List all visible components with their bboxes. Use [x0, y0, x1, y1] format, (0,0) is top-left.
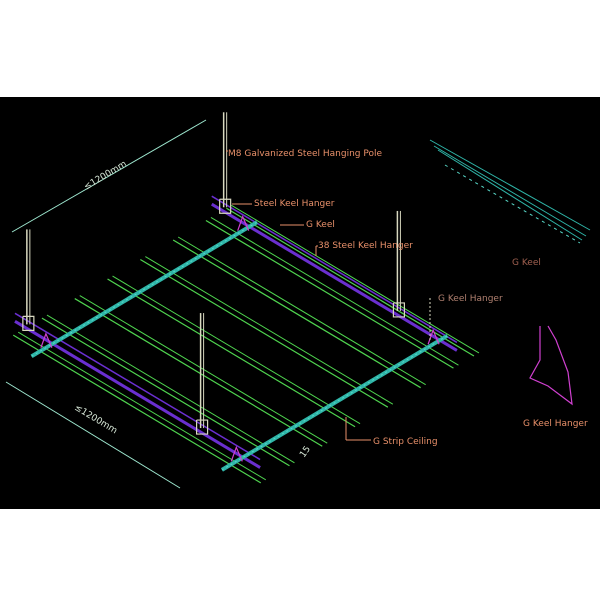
ceiling-strip [107, 278, 356, 428]
dimension-line-back [11, 119, 207, 233]
label-g-keel-hanger-inline: G Keel Hanger [438, 294, 503, 304]
ceiling-strip [41, 317, 290, 467]
dimension-line-front [5, 381, 181, 489]
dimension-back: ≤1200mm [82, 159, 128, 192]
g-keel-detail-outline [437, 149, 583, 241]
g-keel-hanger-detail [529, 325, 573, 406]
steel-keel-hanger [392, 302, 405, 318]
g-keel-hanger [237, 214, 250, 231]
g-keel-slots [31, 221, 258, 357]
ceiling-strip-edge [177, 236, 426, 386]
g-keel-detail-slots [444, 164, 581, 244]
steel-keel-top [14, 312, 261, 461]
steel-keel-hanger [219, 198, 232, 214]
ceiling-strip-edge [210, 217, 459, 366]
drawing-background [0, 97, 600, 509]
steel-keel-top [211, 195, 458, 344]
label-g-keel: G Keel [306, 220, 335, 230]
g-keel-detail-outline [433, 145, 587, 237]
label-g-strip-ceiling: G Strip Ceiling [373, 437, 438, 447]
ceiling-strip-edge [17, 331, 267, 481]
ceiling-strip-edge [112, 275, 361, 425]
ceiling-strip [226, 207, 475, 357]
ceiling-strip [74, 298, 323, 447]
label-g-keel-detail: G Keel [512, 258, 541, 268]
g-keel-hanger [230, 445, 243, 462]
g-keel-slots [221, 335, 448, 471]
steel-keel [14, 320, 261, 469]
label-g-keel-hanger-detail: G Keel Hanger [523, 419, 588, 429]
ceiling-strip-edge [145, 256, 394, 405]
ceiling-strip [140, 259, 389, 408]
ceiling-strip-edge [46, 314, 295, 464]
label-hanging-pole: M8 Galvanized Steel Hanging Pole [228, 149, 382, 159]
ceiling-strip-edge [231, 204, 480, 354]
g-keel-hanger [40, 332, 53, 348]
ceiling-strip [205, 219, 454, 369]
ceiling-strip [12, 334, 262, 484]
dimension-front: ≤1200mm [72, 403, 118, 436]
label-steel-keel-hanger: Steel Keel Hanger [254, 199, 335, 209]
steel-keel-hanger [196, 419, 209, 435]
g-keel-detail-outline [429, 139, 591, 231]
steel-keel-hanger [22, 315, 35, 331]
dimension-gap: 15 [298, 445, 313, 460]
steel-keel [210, 202, 458, 352]
label-38-steel-keel-hanger: 38 Steel Keel Hanger [318, 241, 413, 251]
ceiling-strip [172, 239, 421, 389]
